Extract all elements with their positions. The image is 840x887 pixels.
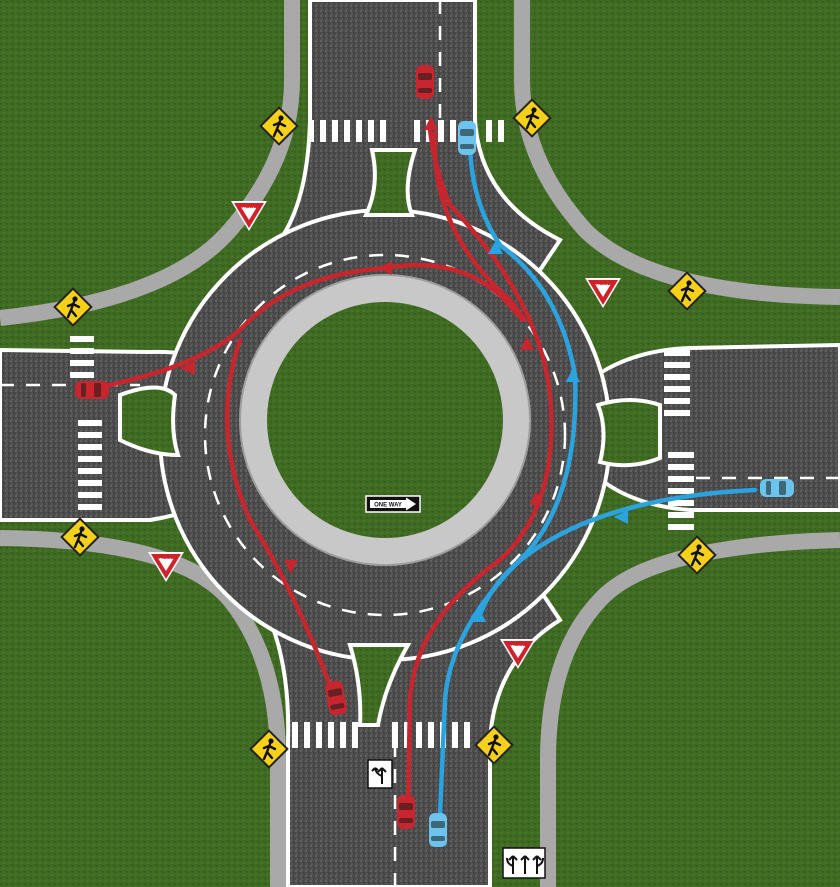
crosswalk-south (292, 722, 470, 748)
red-arrow-west (180, 361, 195, 375)
lane-divider-dashed (203, 253, 567, 617)
one-way-sign-icon: ONE WAY (365, 495, 421, 513)
red-path-south-to-north (405, 127, 554, 813)
blue-path-east-to-south (477, 487, 758, 618)
red-arrow-loop-down (284, 560, 298, 574)
yield-sign-south: YIELD (500, 639, 536, 669)
crosswalk-east (664, 350, 694, 530)
crosswalk-west (70, 336, 102, 510)
blue-car-icon (760, 479, 794, 497)
blue-arrow-top (488, 240, 503, 254)
red-path-north-to-west (107, 130, 527, 388)
splitter-islands (118, 148, 662, 727)
red-car-icon (397, 795, 415, 829)
red-car-icon (416, 65, 434, 99)
blue-car-icon (429, 813, 447, 847)
yield-sign-east: YIELD (585, 278, 621, 308)
red-path-arrows (180, 116, 543, 574)
yield-sign-west: YIELD (148, 552, 184, 582)
lane-use-double-arrow-sign-icon (502, 847, 546, 879)
blue-arrow-bottom (472, 608, 486, 622)
red-arrow-north (424, 116, 438, 130)
central-island-grass (267, 302, 503, 538)
red-arrow-right-mid (529, 491, 543, 505)
red-arrow-right-up (520, 336, 534, 350)
red-vehicle-paths (107, 127, 554, 813)
one-way-sign-label: ONE WAY (374, 503, 402, 509)
yield-sign-label: YIELD (509, 642, 527, 648)
red-arrow-top (378, 261, 392, 275)
crosswalks (70, 120, 694, 748)
yield-sign-label: YIELD (157, 555, 175, 561)
blue-arrow-east (614, 510, 628, 524)
blue-arrow-right (566, 368, 580, 382)
red-path-loop-south (224, 337, 338, 703)
blue-path-arrows (472, 240, 628, 622)
blue-car-icon (458, 121, 476, 155)
yield-sign-label: YIELD (594, 281, 612, 287)
lane-use-left-through-sign-icon (367, 759, 393, 789)
red-car-icon (75, 381, 109, 399)
yield-sign-label: YIELD (240, 204, 258, 210)
yield-sign-north: YIELD (231, 201, 267, 231)
